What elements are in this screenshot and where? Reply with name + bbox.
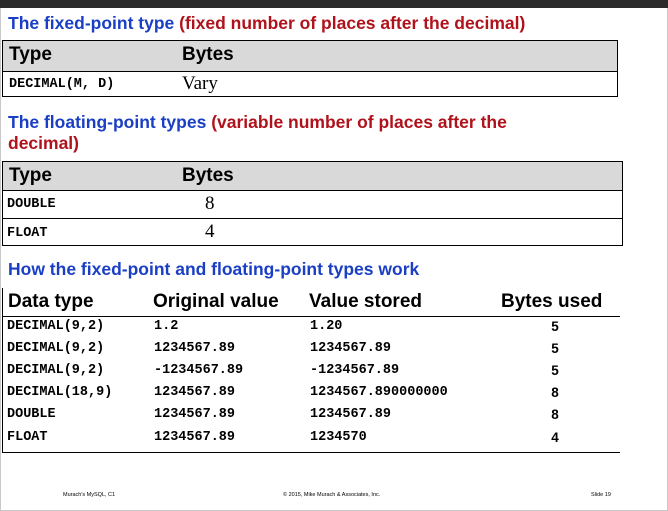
cell-value-stored: 1234567.890000000: [310, 385, 448, 400]
cell-data-type: DECIMAL(9,2): [7, 341, 105, 356]
footer-slide-number: Slide 19: [591, 492, 611, 498]
cell-original-value: -1234567.89: [154, 363, 244, 378]
floating-point-heading-note: (variable number of places after the: [206, 112, 507, 132]
row-divider: [3, 218, 622, 219]
cell-value-stored: 1234570: [310, 430, 367, 445]
floating-point-table: Type Bytes DOUBLE 8 FLOAT 4: [2, 161, 623, 246]
floating-point-heading-note-cont: decimal): [8, 133, 79, 153]
header-original-value: Original value: [153, 291, 279, 312]
header-value-stored: Value stored: [309, 291, 422, 312]
cell-type: DOUBLE: [7, 197, 56, 212]
fixed-point-table: Type Bytes DECIMAL(M, D) Vary: [2, 40, 618, 97]
cell-value-stored: 1234567.89: [310, 341, 392, 356]
cell-bytes-used: 5: [551, 363, 559, 378]
floating-point-heading: The floating-point types (variable numbe…: [8, 112, 507, 154]
header-divider: [3, 316, 620, 317]
cell-bytes: 8: [205, 193, 215, 214]
how-types-work-heading: How the fixed-point and floating-point t…: [8, 259, 419, 280]
cell-original-value: 1234567.89: [154, 407, 236, 422]
cell-bytes-used: 8: [551, 385, 559, 400]
cell-original-value: 1234567.89: [154, 430, 236, 445]
window-top-bar: [0, 0, 668, 8]
cell-original-value: 1.2: [154, 319, 179, 334]
floating-point-heading-title: The floating-point types: [8, 112, 207, 132]
cell-bytes-used: 4: [551, 430, 559, 445]
cell-value-stored: -1234567.89: [310, 363, 400, 378]
cell-value-stored: 1.20: [310, 319, 343, 334]
cell-data-type: DECIMAL(18,9): [7, 385, 113, 400]
fixed-point-heading-note: (fixed number of places after the decima…: [174, 13, 526, 33]
cell-bytes: 4: [205, 221, 215, 242]
fixed-point-heading-title: The fixed-point type: [8, 13, 175, 33]
cell-bytes-used: 5: [551, 341, 559, 356]
cell-bytes-used: 5: [551, 319, 559, 334]
header-data-type: Data type: [8, 291, 94, 312]
footer-book-title: Murach's MySQL, C1: [63, 492, 116, 498]
cell-value-stored: 1234567.89: [310, 407, 392, 422]
cell-type: DECIMAL(M, D): [9, 77, 115, 92]
table-header: Type Bytes: [3, 162, 622, 191]
cell-data-type: DECIMAL(9,2): [7, 363, 105, 378]
header-bytes: Bytes: [182, 44, 234, 65]
cell-bytes: Vary: [182, 73, 218, 94]
header-bytes-used: Bytes used: [501, 291, 603, 312]
fixed-point-heading: The fixed-point type (fixed number of pl…: [8, 13, 525, 34]
cell-original-value: 1234567.89: [154, 385, 236, 400]
cell-data-type: FLOAT: [7, 430, 48, 445]
header-type: Type: [9, 44, 52, 65]
types-comparison-table: Data type Original value Value stored By…: [2, 288, 620, 453]
table-header: Type Bytes: [3, 41, 617, 72]
footer-copyright: © 2015, Mike Murach & Associates, Inc.: [283, 492, 381, 498]
cell-data-type: DECIMAL(9,2): [7, 319, 105, 334]
cell-type: FLOAT: [7, 226, 48, 241]
cell-bytes-used: 8: [551, 407, 559, 422]
header-type: Type: [9, 165, 52, 186]
cell-original-value: 1234567.89: [154, 341, 236, 356]
how-types-work-title: How the fixed-point and floating-point t…: [8, 259, 420, 279]
cell-data-type: DOUBLE: [7, 407, 56, 422]
header-bytes: Bytes: [182, 165, 234, 186]
